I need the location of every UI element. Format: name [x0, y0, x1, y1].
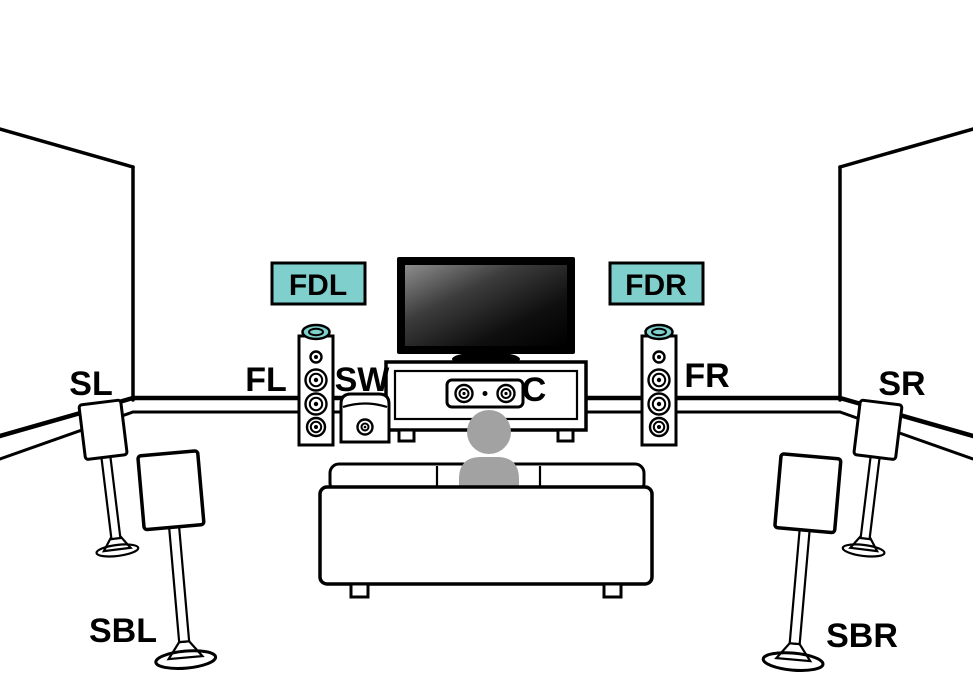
- fl-upfiring-driver-icon: [301, 323, 331, 341]
- fl-drivers: [304, 350, 328, 438]
- listener-shoulders: [459, 457, 519, 493]
- listener-person: [459, 410, 519, 493]
- tv-screen: [405, 265, 567, 346]
- label-surround-right: SR: [878, 365, 925, 403]
- sbr-stand-pole: [788, 528, 811, 646]
- sofa-foot-left: [349, 582, 370, 599]
- surround-left-speaker: [77, 398, 140, 558]
- label-subwoofer: SW: [335, 361, 391, 399]
- surround-back-left-speaker: [136, 449, 218, 670]
- fr-upfiring-driver-icon: [644, 323, 674, 341]
- listener-head: [467, 410, 511, 454]
- center-speaker-drivers: [454, 383, 516, 404]
- subwoofer-body: [339, 392, 391, 444]
- subwoofer-top-edge: [342, 402, 388, 409]
- sl-speaker-body: [77, 398, 129, 461]
- front-right-tower-speaker: [640, 323, 678, 447]
- surround-back-right-speaker: [761, 452, 843, 672]
- cabinet-foot-left: [397, 428, 416, 443]
- center-speaker: [445, 378, 525, 409]
- sl-stand-pole: [100, 455, 122, 541]
- fl-upfiring-driver-ring: [308, 327, 324, 337]
- labels: FDL FDR FL SW C FR SL SR SBL SBR: [69, 261, 926, 655]
- label-front-dolby-left: FDL: [289, 269, 347, 302]
- sbl-stand-base: [154, 649, 218, 670]
- label-front-dolby-left-box: [270, 261, 367, 306]
- label-center: C: [522, 371, 547, 409]
- front-left-tower-speaker: [297, 323, 335, 447]
- label-front-dolby-right-box: [608, 261, 705, 306]
- sbr-stand-base: [761, 651, 825, 672]
- label-surround-left: SL: [69, 365, 112, 403]
- sofa-foot-right: [602, 582, 623, 599]
- label-front-right: FR: [684, 357, 729, 395]
- subwoofer-speaker: [339, 392, 391, 444]
- ceiling-edge-left: [0, 127, 135, 169]
- tv: [397, 257, 575, 366]
- sofa-seat: [318, 485, 654, 586]
- label-front-dolby-right: FDR: [625, 269, 687, 302]
- sofa: [318, 410, 654, 599]
- label-front-left: FL: [245, 361, 287, 399]
- sr-stand-base: [841, 543, 886, 558]
- sbl-stand-pole: [167, 525, 191, 644]
- cabinet-foot-right: [556, 428, 575, 443]
- sl-stand-base: [95, 543, 140, 558]
- sbl-speaker-body: [136, 449, 206, 532]
- sr-stand-pole: [859, 455, 881, 541]
- label-surround-back-right: SBR: [826, 617, 898, 655]
- fr-upfiring-driver-ring: [651, 327, 667, 337]
- ceiling-edge-right: [838, 127, 973, 169]
- sbr-speaker-body: [773, 452, 843, 535]
- sr-speaker-body: [852, 398, 904, 461]
- fr-drivers: [647, 350, 671, 438]
- surround-right-speaker: [841, 398, 904, 558]
- label-surround-back-left: SBL: [89, 612, 157, 650]
